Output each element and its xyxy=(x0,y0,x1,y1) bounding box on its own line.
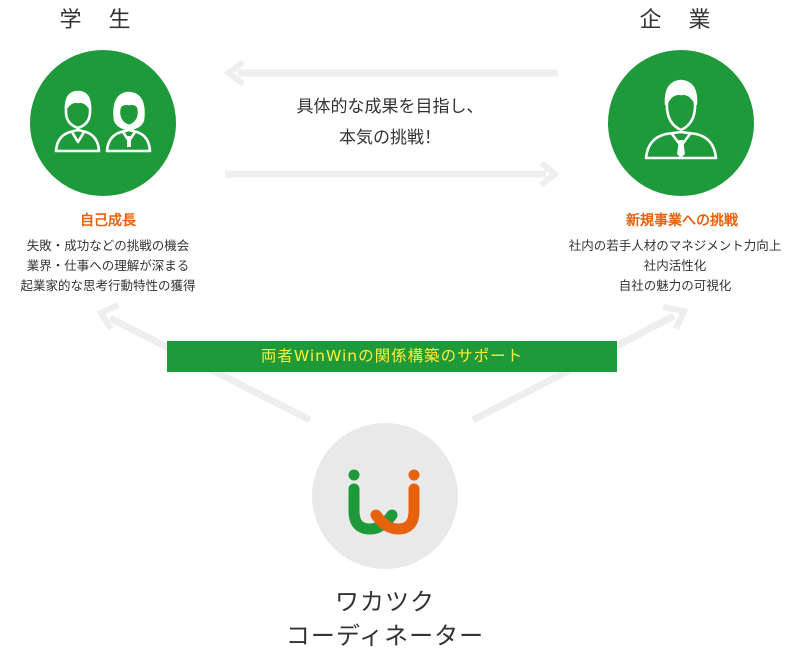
coordinator-label-line-2: コーディネーター xyxy=(285,622,485,650)
coordinator-label: ワカツク コーディネーター xyxy=(235,585,535,653)
arrow-right xyxy=(225,160,560,188)
company-benefits: 社内の若手人材のマネジメント力向上 社内活性化 自社の魅力の可視化 xyxy=(560,236,790,296)
student-benefit-1: 失敗・成功などの挑戦の機会 xyxy=(26,238,190,253)
company-benefit-1: 社内の若手人材のマネジメント力向上 xyxy=(568,238,782,253)
company-title: 新規事業への挑戦 xyxy=(626,213,738,229)
student-title: 自己成長 xyxy=(80,213,136,229)
company-circle xyxy=(608,50,754,196)
students-icon xyxy=(54,90,152,153)
student-benefit-2: 業界・仕事への理解が深まる xyxy=(26,258,190,273)
wakatsuku-logo-icon xyxy=(348,469,420,535)
student-circle xyxy=(30,50,176,196)
businessman-icon xyxy=(644,79,718,160)
coordinator-label-line-1: ワカツク xyxy=(335,588,435,616)
company-benefit-3: 自社の魅力の可視化 xyxy=(618,278,732,293)
company-heading: 企 業 xyxy=(639,8,721,33)
arrow-left xyxy=(224,59,558,87)
student-heading: 学 生 xyxy=(59,8,141,33)
student-benefits: 失敗・成功などの挑戦の機会 業界・仕事への理解が深まる 起業家的な思考行動特性の… xyxy=(0,236,216,296)
support-banner: 両者WinWinの関係構築のサポート xyxy=(167,341,617,372)
middle-message: 具体的な成果を目指し、 本気の挑戦！ xyxy=(240,92,540,154)
middle-message-line-1: 具体的な成果を目指し、 xyxy=(296,97,484,117)
middle-message-line-2: 本気の挑戦！ xyxy=(339,128,441,148)
coordinator-circle xyxy=(312,423,458,569)
student-benefit-3: 起業家的な思考行動特性の獲得 xyxy=(20,278,196,293)
company-benefit-2: 社内活性化 xyxy=(643,258,707,273)
